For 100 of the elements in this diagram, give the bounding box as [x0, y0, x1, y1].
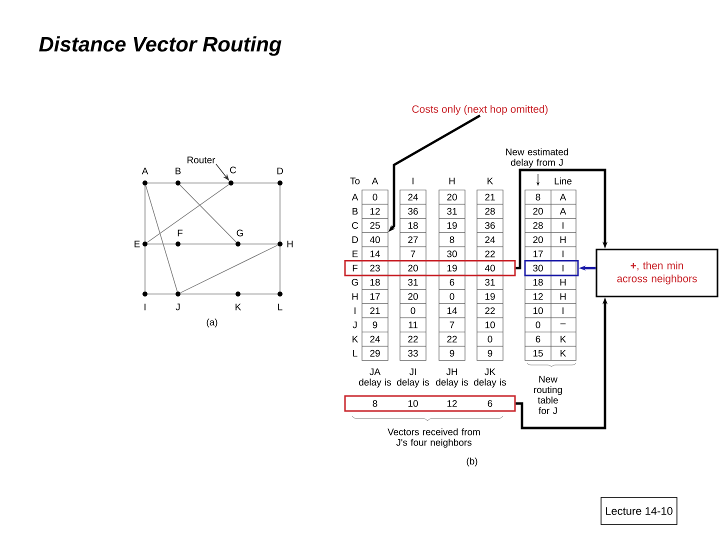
table-cell: 22 — [485, 307, 495, 314]
table-cell: 25 — [370, 222, 380, 229]
table-cell: D — [352, 236, 358, 243]
table-cell: 14 — [447, 307, 457, 314]
table-cell: 21 — [485, 194, 495, 200]
link-line — [180, 182, 229, 184]
router: G — [236, 230, 243, 246]
router: K — [236, 292, 242, 310]
table-cell: 0 — [488, 336, 492, 342]
title: Distance Vector Routing — [39, 36, 282, 56]
table-cell: 6 — [536, 336, 540, 342]
table-cell: 24 — [485, 236, 495, 243]
table-cell: 18 — [370, 278, 380, 286]
column-header: H — [449, 178, 455, 184]
node-label: D — [277, 168, 283, 174]
link-line — [146, 184, 230, 243]
table-cell: 11 — [408, 322, 418, 328]
highlight-box: 30 I — [524, 260, 579, 276]
figure-label: (a) — [206, 318, 218, 328]
router: D — [277, 168, 283, 186]
vector-column — [476, 190, 504, 361]
column-caption: JH delay is — [436, 368, 468, 388]
node-label: A — [142, 168, 148, 174]
table-cell: 10 — [533, 307, 543, 314]
table-cell: 9 — [450, 350, 454, 357]
table-cell: 27 — [408, 236, 418, 243]
table-cell: 21 — [370, 307, 380, 314]
table-cell: 7 — [450, 322, 454, 328]
table-cell: 6 — [450, 278, 454, 286]
table-cell: 31 — [485, 278, 495, 286]
table-cell: 22 — [485, 250, 495, 258]
table-cell: 15 — [533, 350, 543, 357]
table-cell: 17 — [533, 250, 543, 258]
note: Vectors received from J's four neighbors — [388, 428, 480, 448]
note: New routing table for J — [534, 376, 562, 414]
table-cell: 9 — [372, 322, 378, 328]
table-cell: 20 — [533, 236, 543, 244]
vector-column — [400, 190, 426, 361]
table-cell: 10 — [485, 322, 495, 328]
router: B — [176, 168, 181, 186]
table-cell: 36 — [485, 222, 495, 229]
table-cell: 33 — [408, 350, 418, 357]
vector-column — [362, 190, 388, 361]
router: L — [278, 292, 282, 310]
table-cell: H — [560, 293, 566, 300]
node-label: C — [230, 166, 236, 174]
table-cell: 20 — [533, 208, 543, 215]
table-cell: 24 — [408, 194, 418, 200]
table-cell: 28 — [533, 222, 543, 229]
table-cell: K — [560, 350, 566, 357]
link-line — [180, 184, 237, 242]
table-cell: 12 — [370, 208, 380, 215]
node-label: F — [178, 230, 183, 236]
router: F — [176, 230, 183, 246]
table-cell: 8 — [536, 194, 540, 200]
link-line — [144, 185, 146, 242]
table-cell: 12 — [533, 293, 543, 300]
table-cell: 24 — [370, 336, 380, 342]
table-cell: I — [562, 222, 564, 229]
callout-box: +, then min across neighbors — [596, 248, 718, 298]
node-label: E — [134, 240, 140, 248]
table-cell: 0 — [410, 307, 416, 314]
table-cell: 30 — [447, 250, 457, 258]
node-label: J — [176, 304, 180, 310]
router: A — [142, 168, 148, 186]
table-cell: 9 — [488, 350, 492, 357]
table-cell: 18 — [408, 222, 418, 229]
table-cell: A — [560, 194, 566, 200]
figure-label: (b) — [466, 458, 478, 466]
node-label: B — [176, 168, 181, 174]
table-cell: K — [560, 336, 566, 342]
callout-label: Costs only (next hop omitted) — [412, 105, 548, 115]
table-cell: 20 — [408, 293, 418, 300]
column-header: Line — [554, 178, 572, 184]
table-cell: 19 — [447, 222, 457, 229]
column-caption: JK delay is — [474, 368, 506, 388]
node-label: L — [278, 304, 282, 310]
router: H — [278, 240, 293, 248]
table-cell: 8 — [450, 236, 454, 244]
column-header: K — [488, 178, 494, 184]
link-line — [233, 182, 278, 184]
table-cell: G — [352, 278, 358, 286]
table-cell: 19 — [485, 293, 495, 300]
table-cell: 0 — [372, 194, 378, 200]
slide-number: Lecture 14-10 — [600, 497, 678, 525]
link-line — [147, 182, 176, 184]
table-cell: 31 — [447, 208, 457, 215]
table-cell: 22 — [408, 336, 418, 342]
table-cell: 22 — [447, 336, 457, 342]
table-cell: E — [352, 250, 358, 258]
table-cell: H — [352, 293, 358, 300]
column-caption: JI delay is — [397, 368, 430, 388]
column-header: A — [372, 178, 378, 184]
column-caption: JA delay is — [359, 368, 392, 388]
highlight-box: 8 10 12 6 — [344, 395, 516, 412]
table-cell: 18 — [533, 278, 543, 286]
table-cell: 17 — [370, 293, 380, 300]
column-header: I — [412, 178, 414, 184]
table-cell: 20 — [447, 194, 457, 200]
note: New estimated delay from J — [506, 148, 568, 168]
